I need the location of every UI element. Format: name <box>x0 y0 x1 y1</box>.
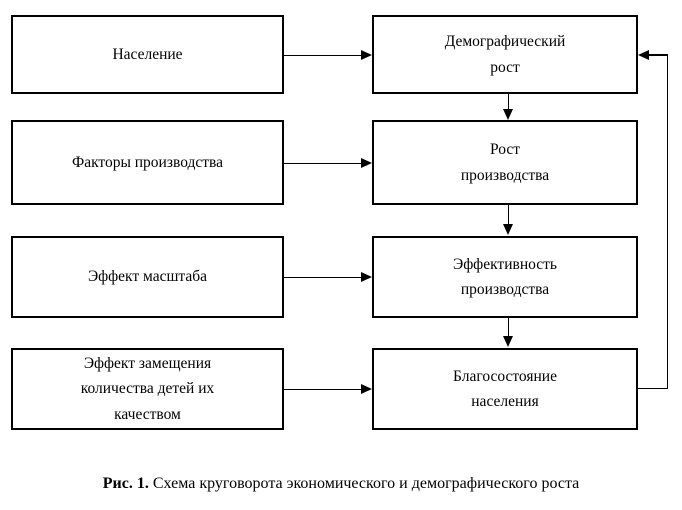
arrowhead-feedback-to-demographic-growth <box>638 49 649 60</box>
arrow-production-growth-to-efficiency <box>508 205 509 225</box>
node-scale-effect-label: Эффект масштаба <box>87 268 208 286</box>
node-substitution-effect[interactable]: Эффект замещения количества детей их кач… <box>11 348 284 430</box>
node-demographic-growth[interactable]: Демографический рост <box>372 15 638 94</box>
figure-caption-number: Рис. 1. <box>102 475 149 492</box>
node-production-efficiency-label: Эффективность производства <box>453 255 557 298</box>
arrowhead-production-growth-to-efficiency <box>502 224 513 235</box>
arrowhead-efficiency-to-wellbeing <box>502 336 513 347</box>
arrowhead-population-to-demographic-growth <box>361 49 372 60</box>
arrowhead-demographic-to-production-growth <box>502 109 513 120</box>
node-scale-effect[interactable]: Эффект масштаба <box>11 236 284 318</box>
arrow-population-to-demographic-growth <box>284 55 362 56</box>
figure-caption: Рис. 1. Схема круговорота экономического… <box>0 474 682 494</box>
arrow-factors-to-production-growth <box>284 163 362 164</box>
arrowhead-scale-effect-to-efficiency <box>361 271 372 282</box>
node-production-efficiency[interactable]: Эффективность производства <box>372 236 638 318</box>
feedback-loop-vertical-segment <box>666 55 669 389</box>
node-production-growth-label: Рост производства <box>460 141 550 184</box>
node-production-growth[interactable]: Рост производства <box>372 120 638 205</box>
figure-caption-text: Схема круговорота экономического и демог… <box>148 475 580 492</box>
node-population-wellbeing[interactable]: Благосостояние населения <box>372 348 638 430</box>
node-population-wellbeing-label: Благосостояние населения <box>453 367 557 410</box>
node-factors-production[interactable]: Факторы производства <box>11 120 284 205</box>
feedback-loop-top-segment <box>649 54 668 56</box>
arrow-efficiency-to-wellbeing <box>508 318 509 337</box>
arrow-demographic-to-production-growth <box>508 94 509 110</box>
node-population-label: Население <box>112 45 183 63</box>
arrow-scale-effect-to-efficiency <box>284 277 362 278</box>
node-population[interactable]: Население <box>11 15 284 94</box>
arrowhead-factors-to-production-growth <box>361 157 372 168</box>
node-demographic-growth-label: Демографический рост <box>444 33 566 76</box>
arrow-substitution-to-wellbeing <box>284 389 362 390</box>
node-factors-production-label: Факторы производства <box>71 153 224 171</box>
node-substitution-effect-label: Эффект замещения количества детей их кач… <box>80 355 215 423</box>
feedback-loop-bottom-segment <box>638 387 668 390</box>
arrowhead-substitution-to-wellbeing <box>361 383 372 394</box>
